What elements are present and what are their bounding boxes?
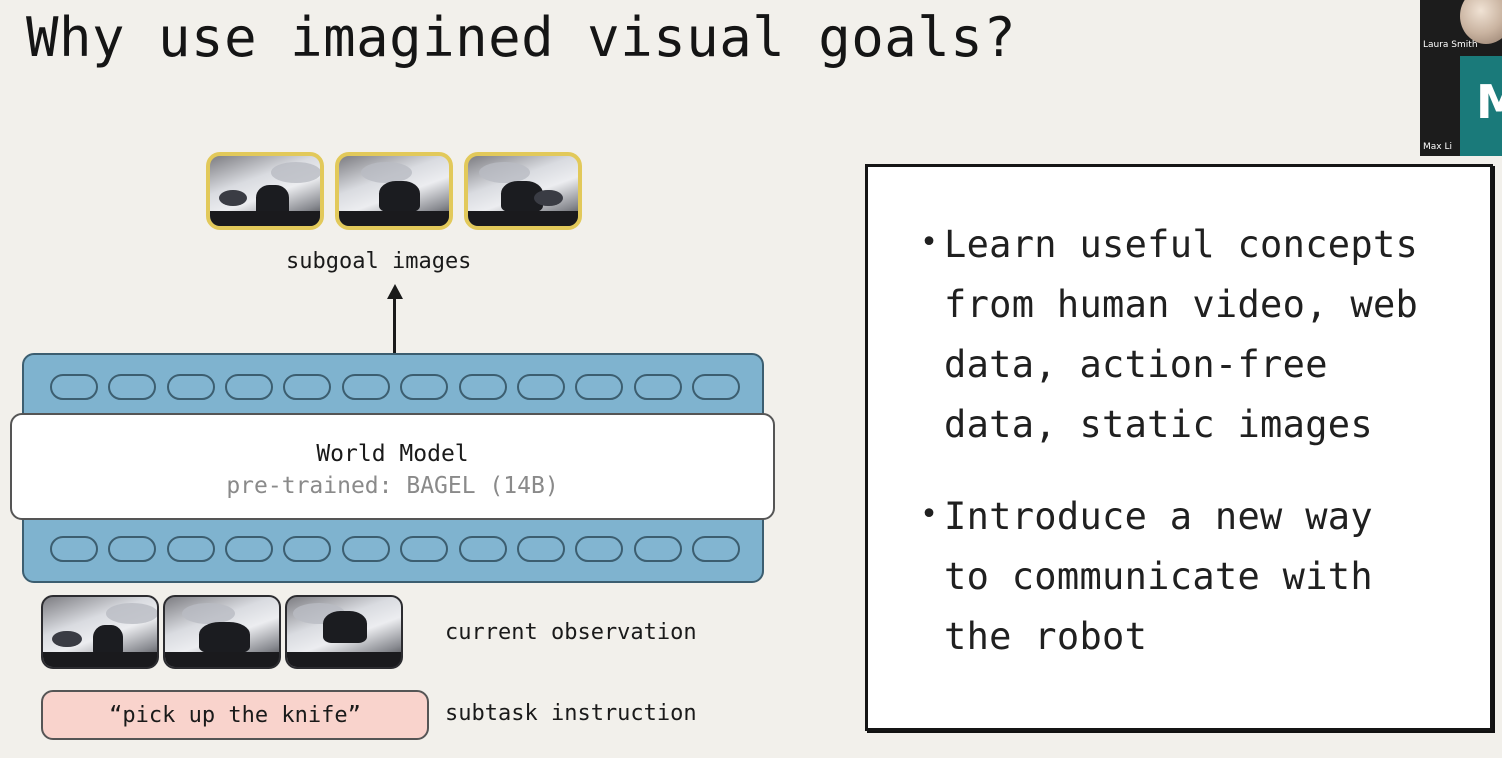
token — [50, 374, 98, 400]
instruction-box: “pick up the knife” — [41, 690, 429, 740]
token — [166, 374, 215, 400]
observation-label: current observation — [445, 620, 697, 645]
token — [341, 374, 390, 400]
token — [575, 374, 624, 400]
token — [633, 536, 682, 562]
instruction-label: subtask instruction — [445, 701, 697, 726]
token — [225, 536, 274, 562]
world-model-title: World Model — [316, 440, 469, 467]
token — [691, 374, 740, 400]
token — [283, 536, 332, 562]
world-model-box: World Model pre-trained: BAGEL (14B) — [10, 413, 775, 520]
participant-name: Laura Smith — [1423, 40, 1478, 50]
bullet-line: data, action-free — [944, 343, 1328, 386]
token — [400, 536, 449, 562]
input-token-band — [22, 515, 764, 583]
token — [516, 374, 565, 400]
token — [458, 374, 507, 400]
bullet-item: Learn useful concepts from human video, … — [944, 215, 1464, 455]
subgoal-image — [464, 152, 582, 230]
token — [341, 536, 390, 562]
token — [633, 374, 682, 400]
participant-tile[interactable]: Laura Smith — [1420, 0, 1502, 56]
slide-title: Why use imagined visual goals? — [26, 6, 1017, 69]
subgoal-label: subgoal images — [286, 249, 472, 274]
observation-image — [41, 595, 159, 669]
token — [225, 374, 274, 400]
participant-tile[interactable]: M Max Li — [1420, 56, 1502, 156]
world-model-subtitle: pre-trained: BAGEL (14B) — [226, 472, 559, 499]
bullet-item: Introduce a new way to communicate with … — [944, 487, 1464, 667]
subgoal-images — [206, 152, 593, 230]
token — [691, 536, 740, 562]
subgoal-image — [335, 152, 453, 230]
participant-avatar: M — [1460, 56, 1502, 156]
bullet-line: data, static images — [944, 403, 1373, 446]
bullet-dot-icon: • — [920, 497, 939, 532]
bullet-line: Learn useful concepts — [944, 223, 1419, 266]
up-arrow-icon — [387, 284, 403, 299]
token — [108, 536, 157, 562]
observation-image — [285, 595, 403, 669]
subgoal-image — [206, 152, 324, 230]
token — [108, 374, 157, 400]
bullet-line: from human video, web — [944, 283, 1419, 326]
participant-video — [1460, 0, 1502, 44]
bullet-line: the robot — [944, 615, 1148, 658]
participant-name: Max Li — [1423, 142, 1452, 152]
token — [166, 536, 215, 562]
observation-images — [41, 595, 407, 669]
up-arrow-shaft — [393, 298, 396, 354]
token — [458, 536, 507, 562]
bullet-dot-icon: • — [920, 225, 939, 260]
observation-image — [163, 595, 281, 669]
token — [50, 536, 98, 562]
output-token-band — [22, 353, 764, 415]
token — [575, 536, 624, 562]
token — [400, 374, 449, 400]
bullet-panel: • Learn useful concepts from human video… — [865, 164, 1493, 731]
bullet-line: to communicate with — [944, 555, 1373, 598]
token — [283, 374, 332, 400]
token — [516, 536, 565, 562]
bullet-line: Introduce a new way — [944, 495, 1373, 538]
